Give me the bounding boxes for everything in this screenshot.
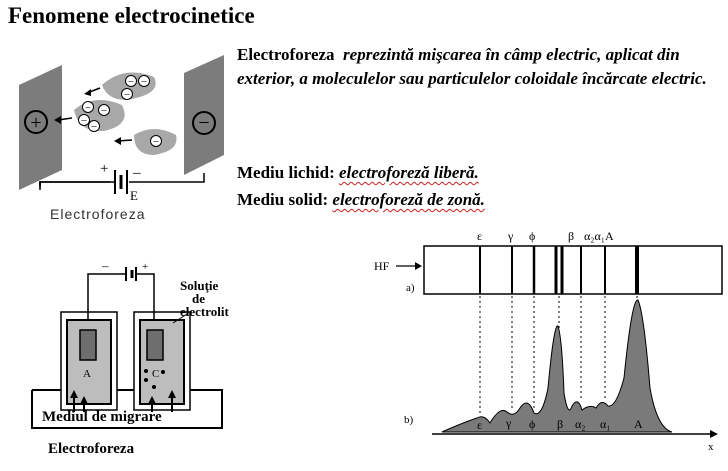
apparatus-battery-plus: + [142, 261, 148, 273]
top-label-gamma: γ [507, 229, 514, 243]
top-label-beta: β [568, 229, 574, 243]
medium-liquid-kind: electroforeză liberă. [339, 163, 479, 182]
definition-text: reprezintă mişcarea în câmp electric, ap… [237, 45, 707, 88]
top-label-alpha: α₂α₁A [584, 229, 614, 243]
page-title: Fenomene electrocinetice [8, 3, 255, 28]
bottom-label-alpha2: α₂ [575, 417, 585, 431]
anode-plate [19, 65, 62, 190]
bottom-label-phi: ϕ [529, 417, 535, 431]
electrode-left-label: A [83, 368, 91, 380]
svg-text:−: − [141, 76, 147, 88]
electrode-right-label: C [152, 368, 159, 380]
medium-liquid-line: Mediu lichid: electroforeză liberă. [237, 163, 479, 183]
medium-solid-line: Mediu solid: electroforeză de zonă. [237, 190, 485, 210]
battery-plus: + [100, 161, 108, 177]
svg-text:−: − [81, 115, 87, 127]
figure1-caption: Electroforeza [50, 206, 146, 222]
svg-text:−: − [128, 76, 134, 88]
particle-top: − − − [84, 72, 156, 101]
svg-text:−: − [124, 89, 130, 101]
bottom-label-epsilon: ε [477, 418, 482, 432]
electropherogram: HF a) ε γ ϕ β α₂α₁A b) x ε γ ϕ β α₂ α₁ A [374, 229, 723, 453]
definition-term: Electroforeza [237, 45, 335, 64]
solution-label-line1: Soluţie [180, 278, 219, 293]
electrophoresis-apparatus: – + A C Soluţie de electrolit Mediul de … [31, 258, 230, 429]
definition-paragraph: Electroforeza reprezintă mişcarea în câm… [237, 43, 725, 91]
figure2-caption: Electroforeza [48, 441, 135, 457]
battery-minus: – [132, 165, 141, 181]
svg-text:−: − [153, 136, 159, 148]
bottom-label-beta: β [557, 417, 563, 431]
medium-liquid-label: Mediu lichid: [237, 163, 335, 182]
top-label-epsilon: ε [477, 229, 482, 243]
svg-text:−: − [85, 102, 91, 114]
svg-text:−: − [101, 105, 107, 117]
cathode-circle [192, 111, 216, 135]
cathode-symbol: − [198, 112, 209, 134]
particle-middle: − − − − [54, 100, 125, 133]
cathode-plate [184, 55, 224, 175]
top-label-phi: ϕ [529, 229, 535, 243]
solution-label-line3: electrolit [180, 304, 230, 319]
particle-bottom: − [114, 129, 177, 155]
panel-a-label: a) [406, 282, 415, 294]
bottom-label-gamma: γ [505, 416, 512, 430]
hf-label: HF [374, 259, 390, 273]
battery-label: E [130, 188, 138, 203]
x-axis-label: x [708, 441, 714, 453]
anode-circle [24, 110, 48, 134]
apparatus-battery-minus: – [101, 258, 109, 273]
medium-label: Mediul de migrare [42, 409, 162, 425]
bottom-label-alpha1: α₁ [600, 417, 610, 431]
electrophoresis-scheme: + − − − − − − − − − [19, 55, 224, 203]
svg-text:−: − [91, 121, 97, 133]
medium-solid-label: Mediu solid: [237, 190, 329, 209]
solution-label-line2: de [192, 291, 205, 306]
bottom-label-A: A [634, 417, 643, 431]
panel-b-label: b) [404, 414, 414, 426]
medium-solid-kind: electroforeză de zonă. [332, 190, 485, 209]
anode-symbol: + [30, 112, 41, 134]
